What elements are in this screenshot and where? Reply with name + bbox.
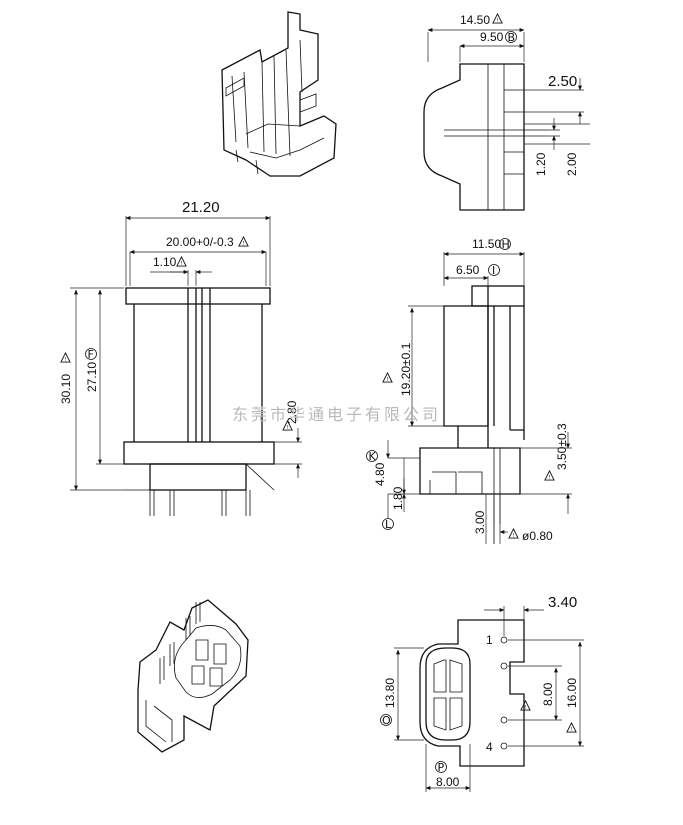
dim-top-inner: 9.50 bbox=[480, 30, 504, 44]
marker-b: B bbox=[508, 31, 516, 44]
top-view: 14.50 9.50 B 2.50 1.20 2.00 bbox=[423, 13, 590, 211]
dim-front-inner-h: 27.10 bbox=[85, 362, 99, 392]
watermark-text: 东莞市华通电子有限公司 bbox=[232, 405, 441, 424]
marker-h: H bbox=[502, 238, 510, 251]
dim-side-inner: 6.50 bbox=[456, 263, 480, 277]
dim-top-slot: 2.50 bbox=[548, 73, 577, 90]
dim-bottom-height: 13.80 bbox=[383, 678, 397, 708]
dim-front-gap: 1.10 bbox=[153, 255, 177, 269]
dim-bottom-width: 8.00 bbox=[436, 775, 460, 789]
dim-front-inner: 20.00+0/-0.3 bbox=[166, 235, 234, 249]
pin-label-4: 4 bbox=[486, 740, 493, 754]
dim-top-depth: 2.00 bbox=[565, 152, 579, 176]
bottom-view: 1 4 3.40 16.00 8.00 13.80 O 8.00 P bbox=[380, 594, 584, 792]
marker-k: K bbox=[369, 450, 377, 463]
pin-label-1: 1 bbox=[486, 633, 493, 647]
dim-top-pin: 1.20 bbox=[534, 152, 548, 176]
isometric-view-bottom bbox=[137, 599, 249, 753]
marker-i: I bbox=[492, 264, 495, 277]
dim-bottom-span: 16.00 bbox=[565, 678, 579, 708]
dim-side-height: 19.20±0.1 bbox=[399, 342, 413, 396]
dim-front-width: 21.20 bbox=[182, 199, 220, 216]
dim-side-pin: 3.50±0.3 bbox=[555, 423, 569, 470]
dim-top-width: 14.50 bbox=[460, 13, 490, 27]
dim-side-width: 11.50 bbox=[472, 237, 501, 251]
dim-side-step: 1.80 bbox=[391, 486, 405, 510]
dim-bottom-pitch-x: 3.40 bbox=[548, 594, 577, 611]
marker-l: L bbox=[385, 518, 392, 531]
dim-side-base: 4.80 bbox=[373, 462, 387, 486]
dim-front-total-h: 30.10 bbox=[59, 374, 73, 404]
marker-f: F bbox=[88, 348, 94, 361]
marker-p: P bbox=[438, 761, 445, 774]
side-view: 11.50 H 6.50 I 19.20±0.1 3.50±0.3 4.80 K… bbox=[366, 237, 572, 544]
isometric-view-top bbox=[221, 11, 337, 177]
front-view: 21.20 20.00+0/-0.3 1.10 30.10 27.10 F 2.… bbox=[59, 199, 302, 516]
dim-bottom-pitch-y: 8.00 bbox=[541, 682, 555, 706]
dim-front-flange: 2.80 bbox=[285, 400, 299, 424]
dim-side-pin-dia: ø0.80 bbox=[522, 529, 553, 543]
dim-side-pin-len: 3.00 bbox=[473, 510, 487, 534]
marker-o: O bbox=[382, 714, 391, 727]
